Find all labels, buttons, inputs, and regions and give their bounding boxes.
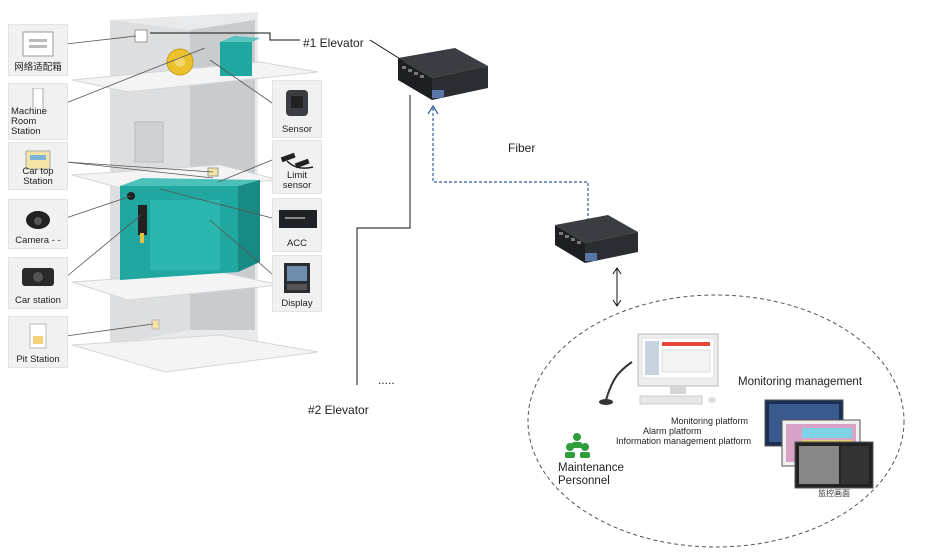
platform-monitoring: Monitoring platform: [671, 416, 749, 426]
pit-floor-slab: [71, 334, 319, 373]
elevator1-network-line: [150, 32, 300, 41]
camera-image: [13, 204, 63, 232]
network-switch-1: [398, 48, 488, 100]
acc-image: [277, 203, 317, 235]
elevator-2-label: #2 Elevator: [308, 403, 369, 417]
tile-pit-station: Pit Station: [8, 316, 68, 368]
elevator-1-label: #1 Elevator: [303, 36, 364, 50]
car-station-icon: [22, 268, 54, 286]
display-icon: [284, 262, 310, 293]
display-image: [277, 260, 317, 295]
limit-sensor-image: [277, 145, 317, 177]
elevator-car-top: [120, 178, 260, 186]
machine-room-box: [134, 29, 148, 43]
platform-information: Information management platform: [616, 436, 752, 446]
car-interior: [150, 200, 220, 270]
tile-label: Car top Station: [22, 166, 54, 187]
maintenance-personnel-label: Maintenance Personnel: [558, 462, 624, 487]
monitoring-management-title: Monitoring management: [738, 376, 863, 388]
tile-label: Limit sensor: [282, 170, 312, 191]
sensor-image: [277, 85, 317, 121]
elevator-car-side: [238, 180, 260, 272]
fiber-arrow-head: [427, 104, 439, 115]
limit-sensor-icon: [280, 152, 314, 169]
tile-acc: ACC: [272, 198, 322, 252]
car-top-image: [13, 147, 63, 173]
screen-caption: 监控画面: [818, 489, 850, 498]
machine-room-station-icon: [32, 87, 44, 114]
car-panel: [138, 205, 147, 235]
acc-icon: [279, 210, 317, 228]
camera-icon: [26, 211, 50, 229]
fiber-link-line: [432, 108, 589, 243]
tile-car-top-station: Car top Station: [8, 142, 68, 190]
tile-car-station: Car station: [8, 257, 68, 309]
traction-machine: [220, 42, 252, 76]
top-floor-slab: [71, 61, 319, 93]
car-top-station-icon: [25, 150, 51, 170]
landing-door-upper: [134, 121, 164, 163]
car-station-image: [13, 262, 63, 292]
fiber-label: Fiber: [508, 141, 536, 155]
traction-machine-top: [220, 36, 260, 42]
monitoring-screens: [764, 399, 874, 489]
adapter-box-icon: [22, 31, 54, 57]
tile-label: Pit Station: [16, 354, 60, 365]
machine-room-image: [13, 87, 63, 114]
tile-label: Sensor: [281, 124, 313, 135]
tile-label: Machine Room Station: [11, 106, 47, 137]
maintenance-personnel-icon: [565, 433, 590, 458]
platform-alarm: Alarm platform: [643, 426, 702, 436]
tile-display: Display: [272, 255, 322, 312]
tile-limit-sensor: Limit sensor: [272, 140, 322, 194]
adapter-box-image: [13, 29, 63, 59]
elevator-more-label: .....: [378, 373, 395, 387]
tile-label: 网络适配箱: [14, 62, 62, 73]
sensor-icon: [286, 90, 308, 116]
right-leader-lines: [159, 59, 273, 275]
tile-label: Camera - -: [15, 235, 61, 246]
car-panel-light: [140, 233, 144, 243]
tile-machine-room-station: Machine Room Station: [8, 83, 68, 140]
tile-network-adapter-box: 网络适配箱: [8, 24, 68, 76]
arrow-up-head: [612, 267, 622, 275]
left-leader-lines: [65, 35, 214, 337]
tile-camera: Camera - -: [8, 199, 68, 249]
traction-sheave-hub: [175, 57, 185, 67]
tile-sensor: Sensor: [272, 80, 322, 138]
arrow-down-head: [612, 299, 622, 307]
tile-label: Car station: [15, 295, 61, 306]
network-switch-2: [555, 215, 638, 263]
tile-label: ACC: [286, 238, 308, 249]
elevator2-network-line: [356, 95, 411, 385]
pit-station-icon: [29, 323, 47, 349]
management-zone-ellipse: [527, 294, 905, 548]
pit-station-image: [13, 321, 63, 351]
tile-label: Display: [281, 298, 313, 309]
desktop-computer: [599, 333, 719, 405]
pit-station-box: [151, 319, 160, 330]
